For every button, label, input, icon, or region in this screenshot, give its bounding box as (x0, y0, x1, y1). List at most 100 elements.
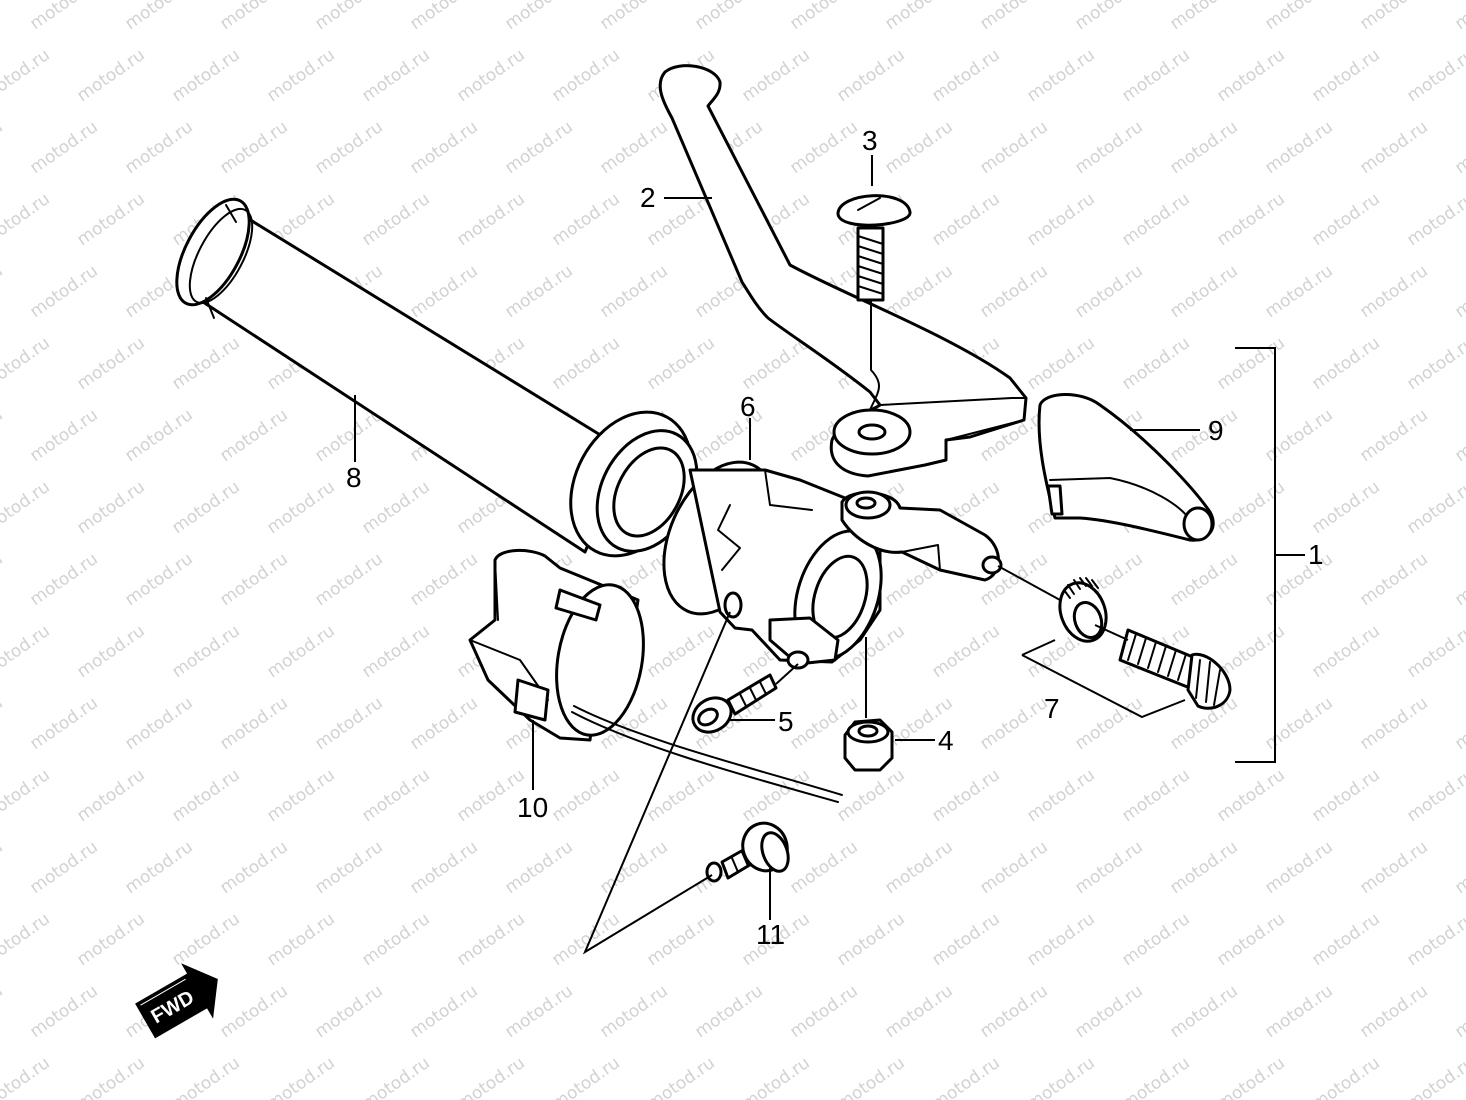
watermark-text: motod.ru (311, 837, 386, 898)
callout-3: 3 (862, 125, 878, 156)
watermark-text: motod.ru (976, 0, 1051, 34)
watermark-text: motod.ru (1403, 189, 1466, 250)
watermark-text: motod.ru (216, 981, 291, 1042)
watermark-text: motod.ru (358, 189, 433, 250)
watermark-text: motod.ru (26, 981, 101, 1042)
watermark-text: motod.ru (1118, 189, 1193, 250)
callout-4: 4 (938, 725, 954, 756)
watermark-text: motod.ru (311, 549, 386, 610)
watermark-text: motod.ru (548, 45, 623, 106)
watermark-text: motod.ru (1308, 765, 1383, 826)
watermark-text: motod.ru (1451, 261, 1466, 322)
watermark-text: motod.ru (1403, 621, 1466, 682)
watermark-text: motod.ru (453, 1053, 528, 1100)
watermark-text: motod.ru (786, 981, 861, 1042)
watermark-text: motod.ru (0, 189, 54, 250)
watermark-text: motod.ru (216, 0, 291, 34)
watermark-text: motod.ru (263, 909, 338, 970)
watermark-text: motod.ru (121, 405, 196, 466)
watermark-text: motod.ru (928, 765, 1003, 826)
callout-10: 10 (517, 792, 548, 823)
watermark-text: motod.ru (643, 333, 718, 394)
watermark-text: motod.ru (643, 1053, 718, 1100)
watermark-text: motod.ru (73, 1053, 148, 1100)
watermark-text: motod.ru (1071, 693, 1146, 754)
watermark-text: motod.ru (1308, 621, 1383, 682)
watermark-text: motod.ru (548, 333, 623, 394)
watermark-text: motod.ru (881, 0, 956, 34)
watermark-text: motod.ru (1261, 981, 1336, 1042)
watermark-text: motod.ru (1403, 765, 1466, 826)
watermark-text: motod.ru (1118, 909, 1193, 970)
watermark-text: motod.ru (1451, 0, 1466, 34)
watermark-text: motod.ru (26, 693, 101, 754)
watermark-text: motod.ru (1166, 837, 1241, 898)
watermark-text: motod.ru (73, 333, 148, 394)
watermark-text: motod.ru (73, 189, 148, 250)
watermark-text: motod.ru (216, 405, 291, 466)
handlebar-grip (175, 197, 699, 558)
watermark-text: motod.ru (548, 909, 623, 970)
watermark-text: motod.ru (501, 981, 576, 1042)
watermark-text: motod.ru (0, 549, 7, 610)
watermark-text: motod.ru (0, 693, 7, 754)
watermark-text: motod.ru (1166, 549, 1241, 610)
watermark-text: motod.ru (691, 981, 766, 1042)
watermark-text: motod.ru (1356, 405, 1431, 466)
screw-leader-triangle (582, 611, 731, 955)
watermark-text: motod.ru (1356, 837, 1431, 898)
watermark-text: motod.ru (1356, 117, 1431, 178)
watermark-text: motod.ru (1261, 117, 1336, 178)
watermark-text: motod.ru (596, 117, 671, 178)
watermark-text: motod.ru (0, 117, 7, 178)
watermark-text: motod.ru (0, 333, 54, 394)
watermark-text: motod.ru (0, 837, 7, 898)
watermark-text: motod.ru (786, 117, 861, 178)
watermark-text: motod.ru (1213, 189, 1288, 250)
watermark-text: motod.ru (0, 621, 54, 682)
watermark-text: motod.ru (168, 909, 243, 970)
watermark-text: motod.ru (738, 1053, 813, 1100)
watermark-text: motod.ru (1118, 333, 1193, 394)
watermark-text: motod.ru (833, 909, 908, 970)
callout-9: 9 (1208, 415, 1224, 446)
watermark-text: motod.ru (168, 765, 243, 826)
callout-6: 6 (740, 391, 756, 422)
watermark-text: motod.ru (263, 621, 338, 682)
watermark-text: motod.ru (1356, 0, 1431, 34)
watermark-text: motod.ru (1166, 0, 1241, 34)
watermark-text: motod.ru (216, 117, 291, 178)
watermark-text: motod.ru (928, 189, 1003, 250)
watermark-text: motod.ru (1023, 45, 1098, 106)
watermark-text: motod.ru (358, 621, 433, 682)
watermark-text: motod.ru (976, 117, 1051, 178)
watermark-text: motod.ru (406, 261, 481, 322)
watermark-text: motod.ru (1308, 1053, 1383, 1100)
watermark-text: motod.ru (0, 0, 7, 34)
watermark-text: motod.ru (0, 1053, 54, 1100)
watermark-text: motod.ru (453, 189, 528, 250)
watermark-text: motod.ru (1023, 189, 1098, 250)
watermark-text: motod.ru (73, 477, 148, 538)
watermark-text: motod.ru (833, 765, 908, 826)
watermark-text: motod.ru (121, 549, 196, 610)
watermark-text: motod.ru (0, 261, 7, 322)
watermark-text: motod.ru (168, 1053, 243, 1100)
watermark-text: motod.ru (1308, 333, 1383, 394)
watermark-text: motod.ru (358, 1053, 433, 1100)
watermark-text: motod.ru (73, 909, 148, 970)
callout-2: 2 (640, 182, 656, 213)
watermark-text: motod.ru (0, 981, 7, 1042)
watermark-text: motod.ru (121, 837, 196, 898)
watermark-text: motod.ru (1308, 909, 1383, 970)
watermark-text: motod.ru (1071, 981, 1146, 1042)
watermark-text: motod.ru (833, 1053, 908, 1100)
watermark-text: motod.ru (406, 693, 481, 754)
watermark-text: motod.ru (358, 477, 433, 538)
nut (843, 637, 894, 772)
watermark-text: motod.ru (643, 621, 718, 682)
watermark-text: motod.ru (1308, 45, 1383, 106)
watermark-text: motod.ru (1451, 693, 1466, 754)
watermark-text: motod.ru (0, 477, 54, 538)
